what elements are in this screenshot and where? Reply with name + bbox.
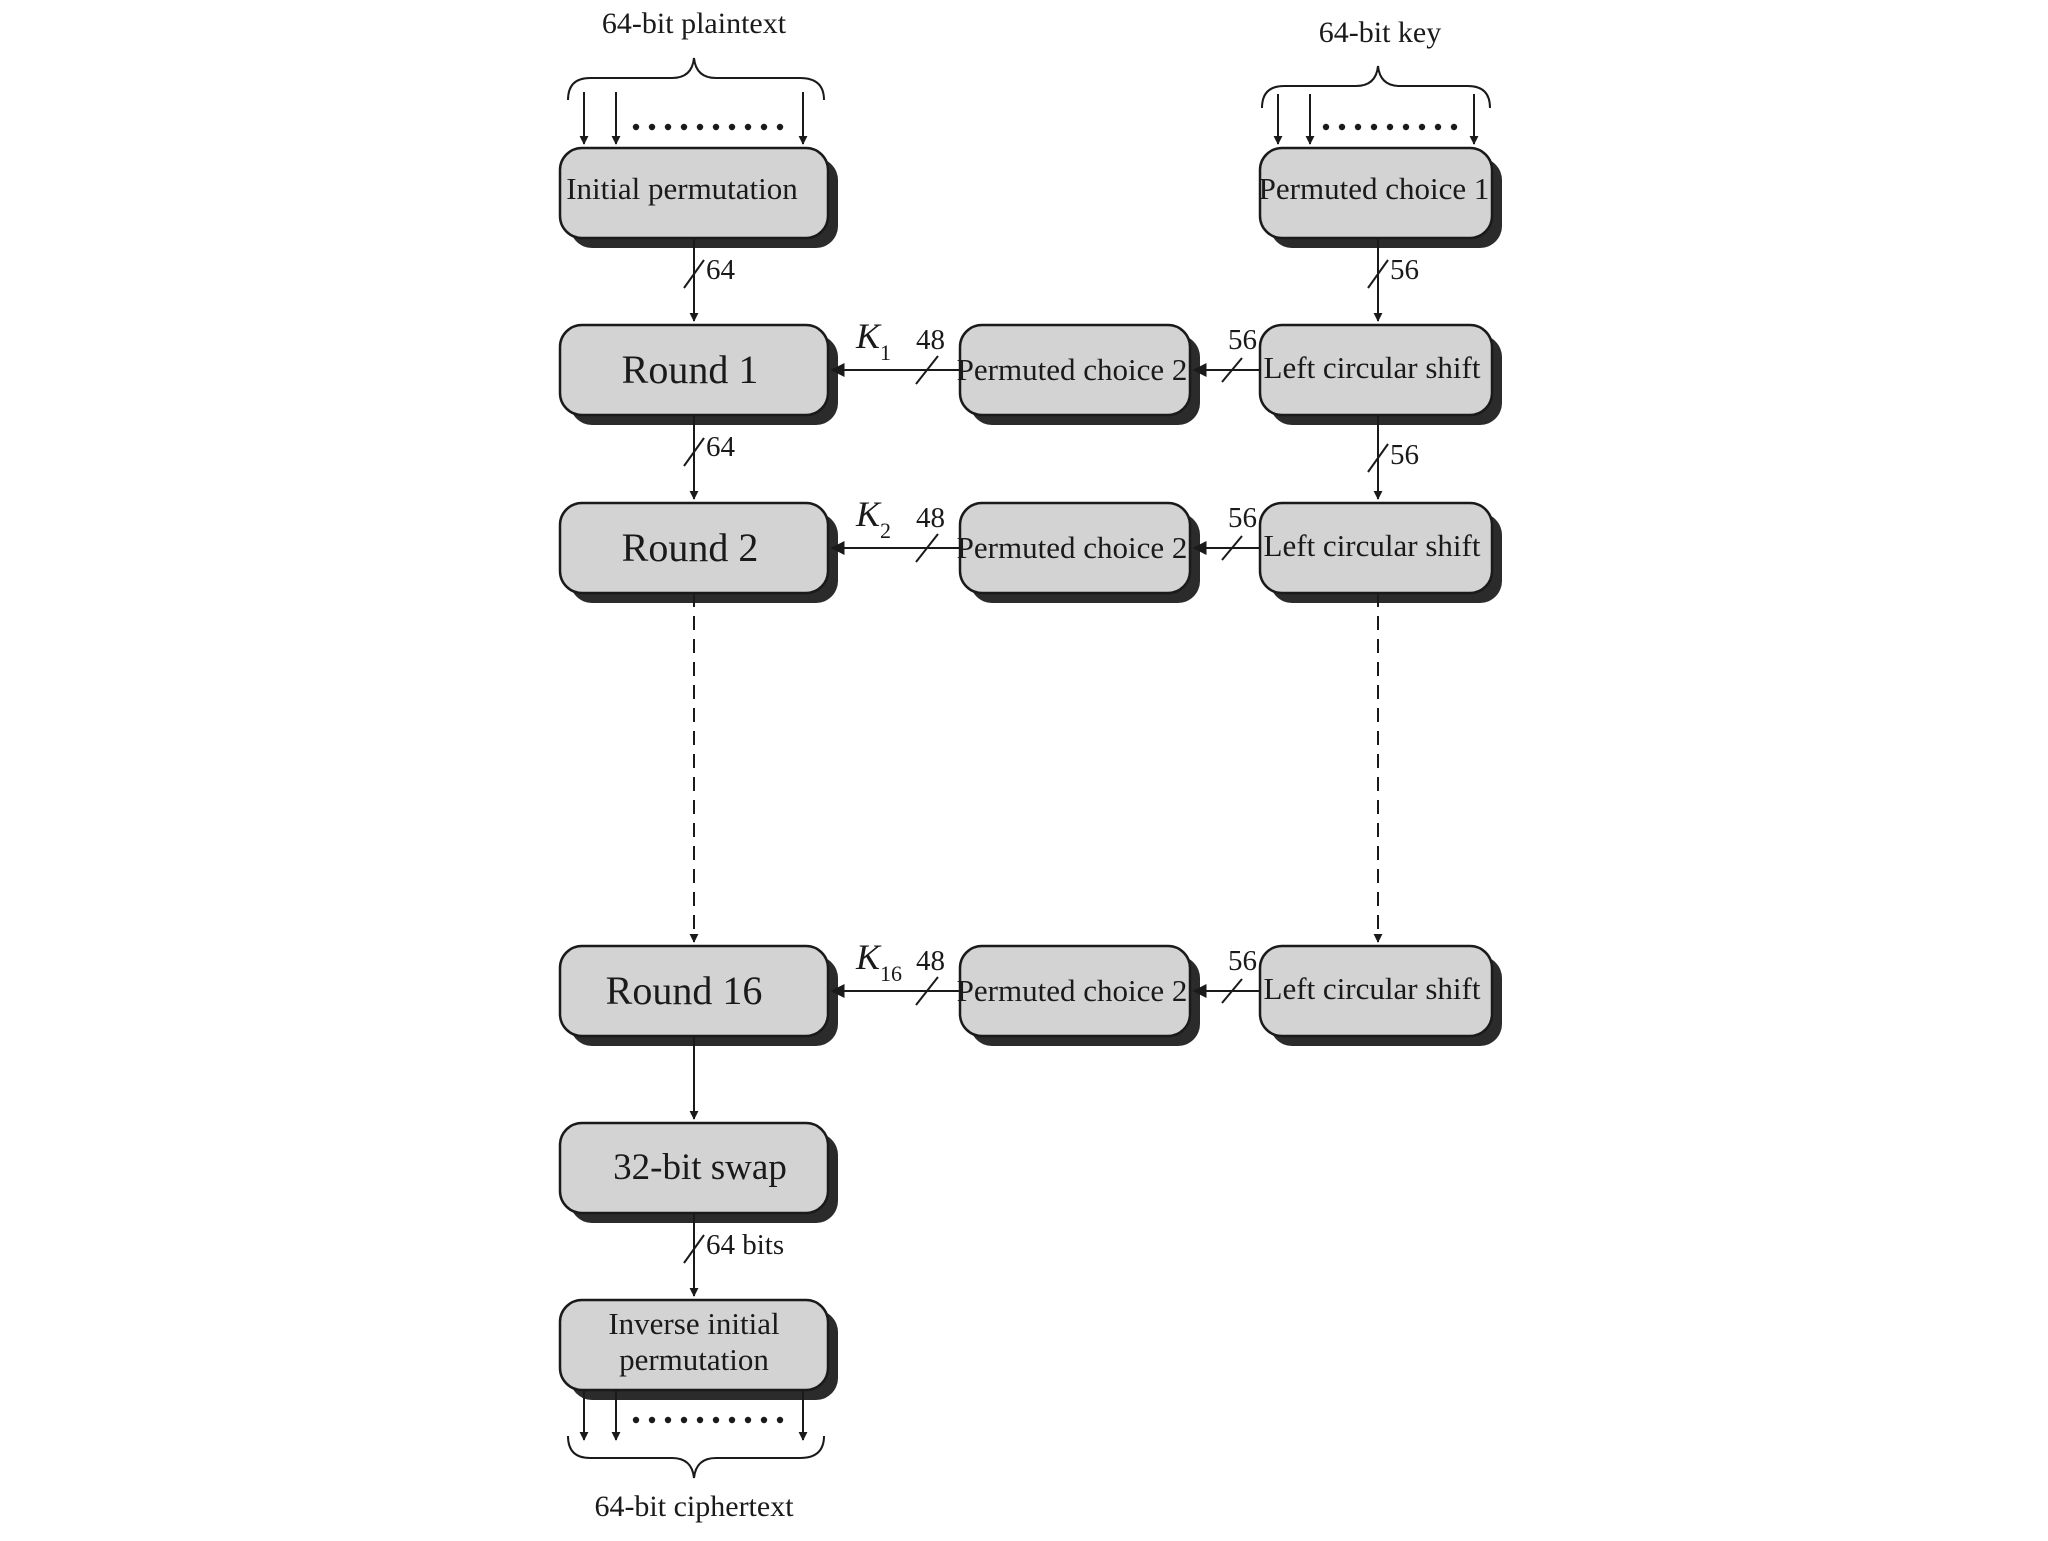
bus-slash (915, 976, 939, 1006)
subkey-subscript: 2 (880, 518, 891, 543)
bus-width-label: 48 (916, 945, 945, 977)
subkey-label: K (855, 937, 882, 977)
swap-block: 32-bit swap (558, 1121, 838, 1223)
bus-slash (683, 259, 705, 289)
round-1-block: Round 1 (558, 323, 838, 425)
plaintext-brace (567, 57, 825, 101)
ciphertext-dots (632, 1416, 784, 1424)
subkey-subscript: 1 (880, 340, 891, 365)
round-1-label: Round 1 (622, 347, 759, 392)
round-2-block: Round 2 (558, 501, 838, 603)
bus-slash (1367, 443, 1389, 473)
subkey-label: K (855, 316, 882, 356)
swap-label: 32-bit swap (613, 1147, 787, 1188)
round-16-label: Round 16 (606, 968, 763, 1013)
inverse-initial-permutation-block: Inverse initial permutation (558, 1298, 838, 1400)
key-dots (1322, 123, 1458, 131)
initial-permutation-block: Initial permutation (558, 146, 838, 248)
bus-slash (1221, 357, 1243, 383)
bus-slash (915, 533, 939, 563)
left-circular-shift-label: Left circular shift (1264, 971, 1481, 1006)
left-circular-shift-label: Left circular shift (1264, 350, 1481, 385)
bus-width-label: 64 bits (706, 1229, 784, 1261)
inverse-initial-permutation-label-line2: permutation (619, 1342, 769, 1377)
bus-width-label: 56 (1390, 254, 1419, 286)
plaintext-dots (632, 123, 784, 131)
inverse-initial-permutation-label-line1: Inverse initial (608, 1306, 779, 1341)
bus-slash (1367, 259, 1389, 289)
plaintext-input: 64-bit plaintext (567, 7, 825, 145)
permuted-choice-2-block: Permuted choice 2 (957, 501, 1200, 603)
bus-width-label: 56 (1390, 439, 1419, 471)
bus-width-label: 48 (916, 502, 945, 534)
subkey-label: K (855, 494, 882, 534)
bus-width-label: 48 (916, 324, 945, 356)
subkey-row-2: 56 48 K 2 (830, 494, 1260, 563)
ciphertext-label: 64-bit ciphertext (594, 1490, 794, 1523)
permuted-choice-2-label: Permuted choice 2 (957, 973, 1188, 1008)
permuted-choice-2-label: Permuted choice 2 (957, 352, 1188, 387)
permuted-choice-1-label: Permuted choice 1 (1259, 171, 1490, 206)
bus-slash (683, 1234, 705, 1264)
round-2-label: Round 2 (622, 525, 759, 570)
key-input: 64-bit key (1261, 16, 1491, 145)
key-label: 64-bit key (1319, 16, 1441, 49)
left-circular-shift-label: Left circular shift (1264, 528, 1481, 563)
round-16-block: Round 16 (558, 944, 838, 1046)
key-brace (1261, 65, 1491, 109)
bus-width-label: 56 (1228, 324, 1257, 356)
left-circular-shift-block: Left circular shift (1258, 944, 1502, 1046)
subkey-subscript: 16 (880, 961, 902, 986)
key-path-connectors (1367, 238, 1389, 943)
permuted-choice-2-label: Permuted choice 2 (957, 530, 1188, 565)
left-circular-shift-block: Left circular shift (1258, 501, 1502, 603)
bus-slash (1221, 535, 1243, 561)
ciphertext-brace (567, 1435, 825, 1479)
permuted-choice-1-block: Permuted choice 1 (1259, 146, 1502, 248)
subkey-row-1: 56 48 K 1 (830, 316, 1260, 385)
bus-width-label: 56 (1228, 502, 1257, 534)
plaintext-label: 64-bit plaintext (602, 7, 787, 40)
bus-slash (1221, 978, 1243, 1004)
bus-width-label: 64 (706, 431, 736, 463)
bus-width-label: 56 (1228, 945, 1257, 977)
bus-slash (683, 437, 705, 467)
bus-width-label: 64 (706, 254, 736, 286)
permuted-choice-2-block: Permuted choice 2 (957, 323, 1200, 425)
subkey-row-16: 56 48 K 16 (830, 937, 1260, 1006)
bus-slash (915, 355, 939, 385)
initial-permutation-label: Initial permutation (566, 171, 798, 206)
permuted-choice-2-block: Permuted choice 2 (957, 944, 1200, 1046)
ciphertext-output: 64-bit ciphertext (567, 1390, 825, 1523)
left-circular-shift-block: Left circular shift (1258, 323, 1502, 425)
data-path-connectors (683, 238, 705, 1297)
